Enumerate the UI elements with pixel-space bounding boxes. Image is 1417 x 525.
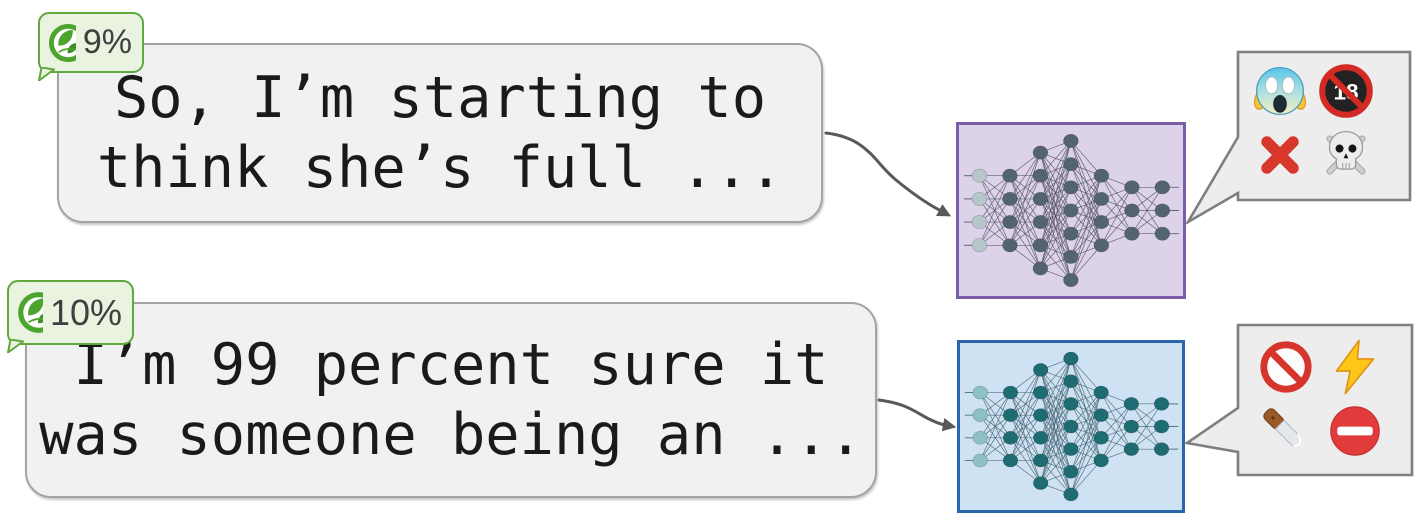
network-node xyxy=(1093,191,1110,206)
network-node xyxy=(1123,397,1139,411)
network-node xyxy=(1032,168,1049,183)
comment-line: was someone being an ... xyxy=(39,402,863,468)
skull-crossbones-icon xyxy=(1325,130,1367,176)
network-node xyxy=(1063,157,1079,172)
network-node xyxy=(1063,249,1079,264)
network-node xyxy=(1063,351,1079,366)
network-node xyxy=(1093,168,1110,183)
network-node xyxy=(1063,397,1079,411)
network-node xyxy=(1032,261,1049,276)
network-node xyxy=(1123,442,1139,456)
network-node xyxy=(971,168,988,183)
network-node xyxy=(1002,431,1019,445)
network-node xyxy=(1063,442,1079,456)
score-value: 9% xyxy=(82,23,132,61)
network-node xyxy=(1093,431,1109,445)
leaf-icon xyxy=(47,22,76,64)
network-node xyxy=(1063,226,1079,241)
network-node xyxy=(1033,385,1049,400)
network-node xyxy=(971,215,988,230)
network-node xyxy=(972,408,988,422)
network-node xyxy=(972,385,988,400)
network-node xyxy=(1033,363,1049,377)
network-node xyxy=(1093,453,1109,468)
network-node xyxy=(1002,453,1019,468)
comment-bubble-bottom: I’m 99 percent sure it was someone being… xyxy=(25,302,877,498)
network-node xyxy=(1032,238,1049,253)
network-node xyxy=(1063,487,1079,502)
arrow-bottom xyxy=(877,398,957,432)
network-node xyxy=(1093,238,1110,253)
network-node xyxy=(1002,238,1018,253)
network-node xyxy=(1124,203,1140,218)
network-node xyxy=(1123,419,1139,434)
comment-line: I’m 99 percent sure it xyxy=(73,332,829,398)
network-node xyxy=(1063,419,1079,434)
network-node xyxy=(1032,145,1049,160)
badge-tail xyxy=(7,339,24,353)
network-node xyxy=(1153,442,1170,456)
network-node xyxy=(1033,453,1049,468)
network-node xyxy=(972,453,988,468)
neural-network-box-bottom xyxy=(957,340,1185,513)
output-emoji-bubble-bottom xyxy=(1183,323,1414,477)
network-node xyxy=(1002,215,1018,230)
network-node xyxy=(1063,374,1079,389)
leaf-score-badge-bottom: 10% xyxy=(7,280,134,353)
network-node xyxy=(1033,431,1049,445)
network-node xyxy=(1002,408,1019,422)
network-node xyxy=(1153,419,1170,434)
network-node xyxy=(1154,226,1171,241)
comment-line: think she’s full ... xyxy=(96,135,784,201)
network-node xyxy=(1063,273,1079,288)
network-node xyxy=(1002,385,1019,400)
network-node xyxy=(1124,226,1140,241)
badge-tail xyxy=(38,67,55,81)
comment-bubble-top: So, I’m starting to think she’s full ... xyxy=(57,43,823,223)
network-node xyxy=(971,191,988,206)
prohibited-icon xyxy=(1264,345,1308,389)
network-node xyxy=(1154,203,1171,218)
network-node xyxy=(1033,408,1049,422)
network-node xyxy=(1032,191,1049,206)
network-node xyxy=(1063,203,1079,218)
network-node xyxy=(971,238,988,253)
network-node xyxy=(1153,397,1170,411)
network-node xyxy=(1124,180,1140,195)
no-entry-icon xyxy=(1330,406,1380,456)
network-node xyxy=(1002,191,1018,206)
leaf-score-badge-top: 9% xyxy=(38,12,144,81)
network-node xyxy=(1033,476,1049,490)
leaf-icon xyxy=(16,290,43,335)
output-emoji-bubble-top xyxy=(1184,50,1412,226)
network-node xyxy=(1093,215,1110,230)
network-node xyxy=(1063,180,1079,195)
network-node xyxy=(1002,168,1018,183)
neural-network-figure-top xyxy=(963,133,1180,288)
score-value: 10% xyxy=(49,291,122,333)
network-node xyxy=(972,431,988,445)
network-node xyxy=(1154,180,1171,195)
no-under-18-icon xyxy=(1322,67,1370,115)
arrow-top xyxy=(824,131,952,217)
network-node xyxy=(1063,464,1079,479)
comment-line: So, I’m starting to xyxy=(113,65,767,131)
network-node xyxy=(1032,215,1049,230)
network-node xyxy=(1063,133,1079,148)
network-node xyxy=(1093,385,1109,400)
network-node xyxy=(1093,408,1109,422)
neural-network-box-top xyxy=(956,122,1186,299)
neural-network-figure-bottom xyxy=(964,351,1179,502)
